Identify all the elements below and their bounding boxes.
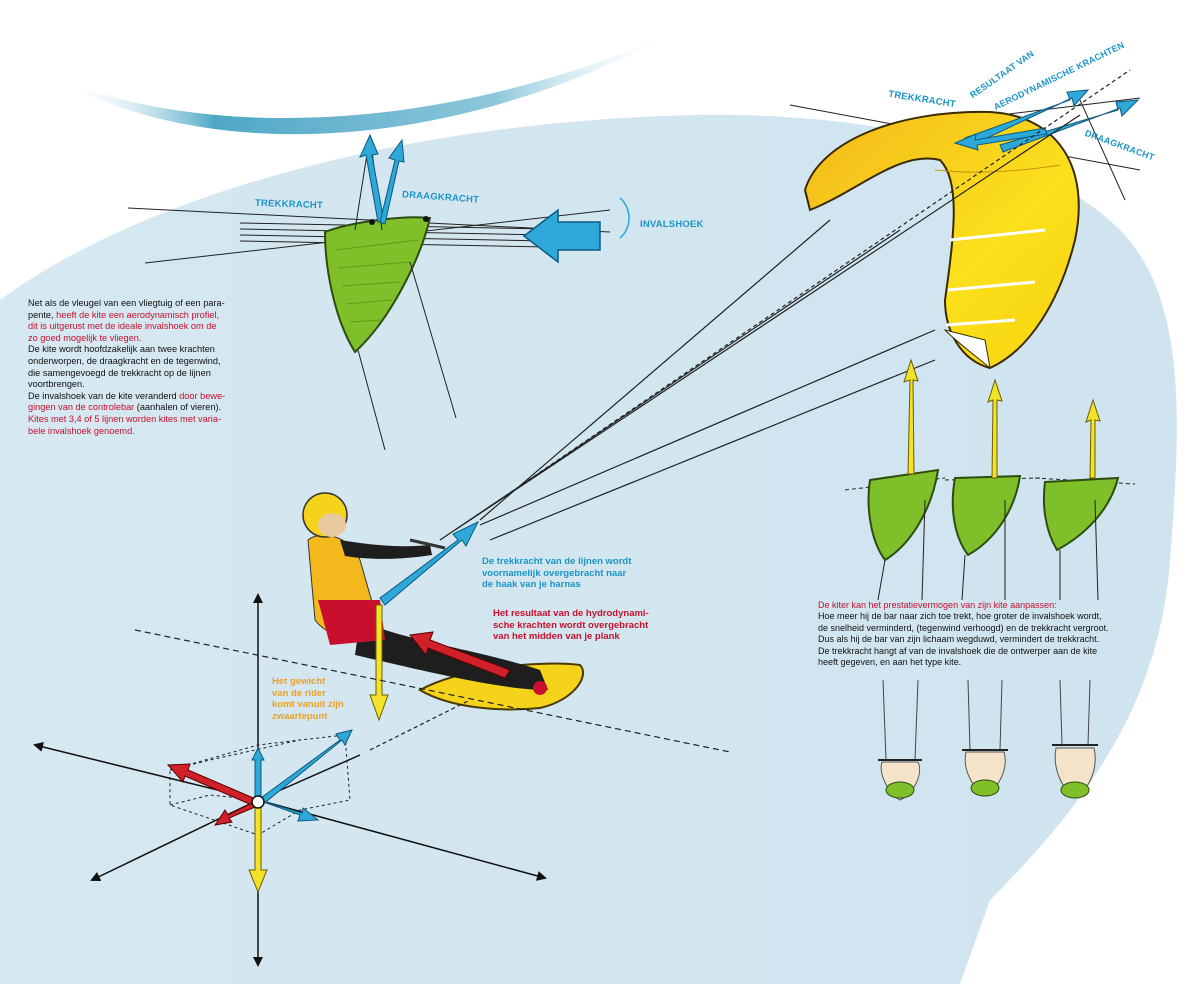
caption-hydro: Het resultaat van de hydrodynami- sche k… (493, 608, 703, 643)
intro-paragraph: Net als de vleugel van een vliegtuig of … (28, 298, 278, 437)
caption-lines: De trekkracht van de lijnen wordt voorna… (482, 556, 692, 591)
caption-weight: Het gewicht van de rider komt vanuit zij… (272, 676, 372, 722)
swoosh-band (60, 30, 680, 134)
label-trekkracht-top: TREKKRACHT (255, 198, 323, 211)
label-invalshoek: INVALSHOEK (640, 219, 704, 230)
right-paragraph: De kiter kan het prestatievermogen van z… (818, 600, 1178, 668)
